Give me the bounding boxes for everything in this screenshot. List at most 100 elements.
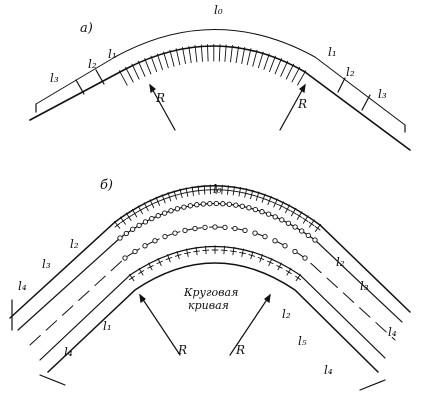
panel-a-hatch-tick (264, 54, 269, 70)
panel-b-circle-marker (131, 227, 135, 231)
panel-b-curve-text-1: Круговая (183, 286, 238, 299)
panel-a-label: а) (80, 21, 93, 36)
panel-a-hatch-tick (201, 45, 202, 61)
panel-b-inner-tick (185, 252, 191, 253)
panel-b-inner-tick (130, 276, 135, 279)
panel-b-label-l2-left: l₂ (70, 237, 79, 251)
panel-a-hatch-tick (258, 52, 263, 68)
panel-b-outer-tick (243, 193, 249, 194)
panel-a-radius-right-arrowhead (300, 85, 305, 92)
panel-b-outer-tick (225, 190, 231, 191)
panel-a-hatch-tick (189, 46, 191, 62)
panel-a-hatching (119, 45, 305, 86)
panel-b-circle-marker (133, 249, 137, 253)
panel-a-hatch-tick (138, 61, 145, 76)
panel-b-arc-label: l₀ (213, 182, 222, 196)
panel-b-circle-marker (208, 201, 212, 205)
panel-b-outer-tick (303, 218, 308, 221)
panel-b-circle-marker (124, 231, 128, 235)
panel-b-circle-marker (227, 202, 231, 206)
panel-b-circle-marker (183, 228, 187, 232)
panel-a-hatch-tick (195, 46, 197, 62)
panel-a-hatch-tick (286, 64, 293, 79)
panel-b-inner-tick (221, 250, 227, 251)
panel-b-label-l3-left: l₃ (42, 257, 51, 271)
panel-b-circle-marker (175, 207, 179, 211)
panel-b-radius-label-right: R (235, 343, 245, 357)
panel-b-circle-marker (240, 204, 244, 208)
panel-a-hatch-tick (219, 45, 220, 62)
panel-b-outer-tick (126, 216, 131, 219)
panel-b-circle-marker (243, 228, 247, 232)
panel-b-curve-text-2: кривая (188, 299, 229, 312)
panel-a-hatch-tick (247, 49, 251, 65)
panel-b-circle-marker (182, 205, 186, 209)
panel-b-circle-marker (253, 231, 257, 235)
panel-b-circle-marker (201, 202, 205, 206)
panel-b-dim-bottom-right (360, 380, 385, 390)
panel-a-hatch-tick (183, 47, 186, 63)
panel-b-circle-marker (223, 225, 227, 229)
panel-b-circle-marker (234, 203, 238, 207)
panel-b-inner-tick (286, 271, 291, 274)
panel-b-circle-marker (293, 225, 297, 229)
panel-a-arc-label: l₀ (214, 3, 223, 17)
panel-b-outer-tick (315, 227, 320, 231)
panel-b-outer-tick (138, 209, 143, 212)
panel-a-label-l2-left: l₂ (88, 57, 97, 71)
panel-a-radius-left-arrowhead (150, 85, 155, 92)
panel-b-outer-tick (291, 211, 296, 214)
panel-b-outer-tick (309, 222, 314, 225)
panel-b-circle-marker (214, 201, 218, 205)
panel-a-hatch-tick (132, 64, 139, 79)
panel-a-hatch-tick (225, 45, 226, 61)
panel-a-label-l3-right: l₃ (378, 87, 387, 101)
panel-b-circle-marker (273, 239, 277, 243)
panel-b-label-l4-left-inner: l₄ (64, 345, 73, 359)
panel-a-hatch-tick (119, 71, 127, 86)
panel-b-circle-marker (300, 229, 304, 233)
panel-b-circle-marker (162, 211, 166, 215)
panel-b-circle-marker (203, 225, 207, 229)
panel-a-hatch-tick (126, 67, 134, 82)
panel-b-label-l3-right: l₃ (360, 279, 369, 293)
panel-b-inner-tick (240, 252, 246, 253)
panel-a-hatch-tick (164, 52, 169, 68)
panel-b-circle-marker (143, 244, 147, 248)
panel-b-circle-marker (153, 239, 157, 243)
panel-b-circle-marker (123, 256, 127, 260)
panel-a-hatch-tick (151, 56, 157, 72)
panel-a-outer-rail (30, 46, 410, 150)
panel-b-outer-tick (184, 192, 190, 193)
panel-b-outer-tick (190, 191, 196, 192)
panel-a-tick (338, 78, 345, 92)
panel-b-outer-tick (121, 219, 126, 222)
panel-b-circle-marker (233, 226, 237, 230)
panel-a-hatch-tick (253, 50, 257, 66)
panel-b-circle-marker (195, 203, 199, 207)
panel-b-circle-marker (173, 231, 177, 235)
panel-b-circle-marker (283, 244, 287, 248)
panel-b-circle-marker (303, 256, 307, 260)
panel-b-inner-tick (296, 276, 301, 279)
panel-b-inner-tick (230, 251, 236, 252)
panel-b-outer-tick (196, 190, 202, 191)
panel-b-inner-tick (194, 251, 200, 252)
panel-a-radius-label-left: R (155, 91, 165, 105)
panel-b-inner-tick (139, 271, 144, 274)
panel-b-label: б) (100, 178, 113, 193)
panel-a-label-l1-left: l₁ (108, 47, 117, 61)
panel-a-hatch-tick (176, 49, 180, 65)
panel-b-circle-marker (221, 202, 225, 206)
panel-a-hatch-tick (208, 45, 209, 62)
panel-b-dim-bottom-left (40, 375, 65, 385)
panel-b-circle-marker (169, 209, 173, 213)
panel-a-radius-label-right: R (297, 97, 307, 111)
panel-a-tick (362, 95, 370, 110)
panel-b-radius-label-left: R (177, 343, 187, 357)
panel-b-circle-marker (260, 210, 264, 214)
panel-b-circle-marker (306, 233, 310, 237)
panel-a-hatch-tick (231, 46, 233, 62)
panel-a-tick (76, 80, 84, 94)
